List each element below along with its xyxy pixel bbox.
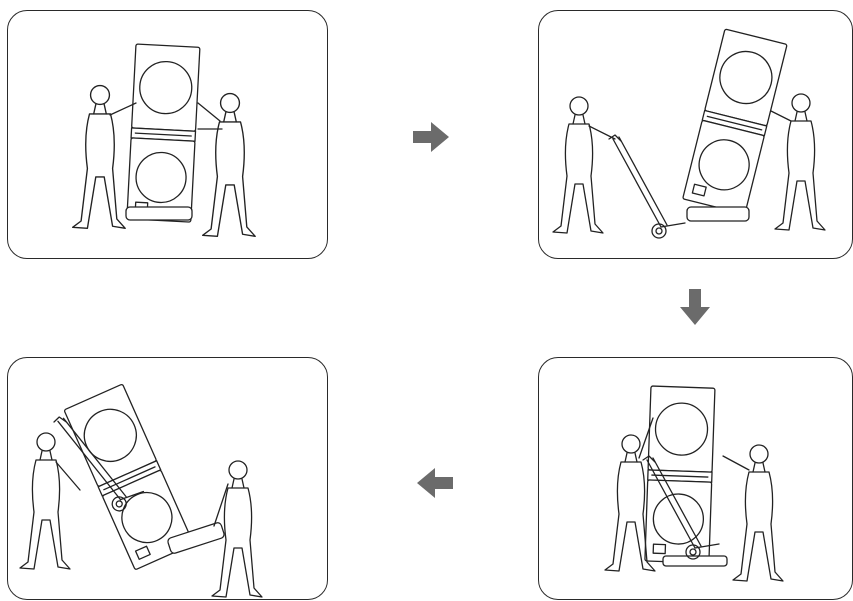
hand-truck-under-unit-illustration — [552, 28, 826, 239]
step-2-panel — [538, 10, 853, 259]
step-1-panel — [7, 10, 328, 259]
arrow-left-icon — [417, 468, 453, 498]
step-3-panel — [538, 357, 853, 600]
step-4-panel — [7, 357, 328, 600]
unit-on-hand-truck-illustration — [604, 385, 784, 582]
arrow-down-icon — [680, 289, 710, 325]
two-people-holding-unit-illustration — [72, 43, 256, 238]
arrow-right-icon — [413, 122, 449, 152]
unit-tilted-back-on-hand-truck-illustration — [19, 383, 263, 598]
